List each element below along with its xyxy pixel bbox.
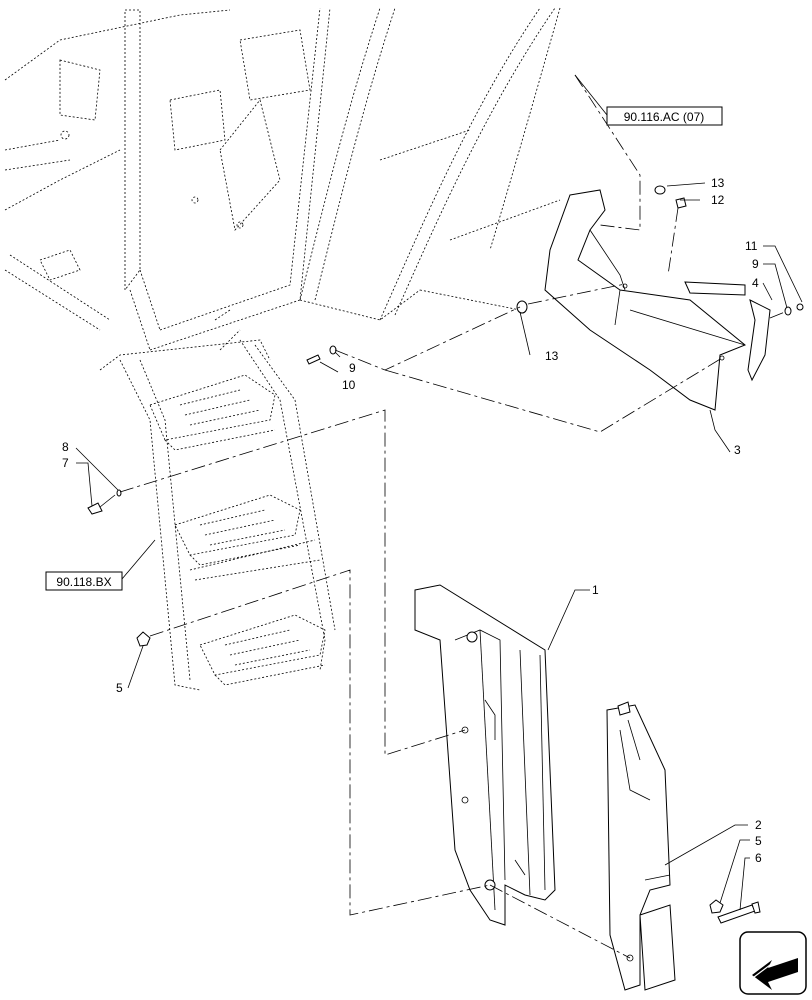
callout-8: 8	[62, 440, 69, 454]
callout-13-left: 13	[545, 349, 559, 363]
callout-6: 6	[755, 851, 762, 865]
ref-steps-label[interactable]: 90.118.BX	[56, 575, 111, 589]
assembly-lines	[119, 74, 786, 959]
cab-body	[4, 7, 561, 351]
callout-11: 11	[745, 239, 758, 253]
ref-steps-box[interactable]: 90.118.BX	[45, 571, 123, 591]
bracket-part-1	[414, 584, 556, 926]
callout-5-left: 5	[116, 681, 123, 695]
callout-4: 4	[752, 276, 759, 290]
ref-fender-label[interactable]: 90.116.AC (07)	[624, 110, 705, 124]
bracket-part-2	[606, 701, 676, 991]
steps-assembly	[99, 339, 336, 691]
callout-1: 1	[592, 583, 599, 597]
leader-lines	[75, 74, 803, 911]
ref-fender-box[interactable]: 90.116.AC (07)	[606, 106, 723, 126]
arrow-back-icon[interactable]	[739, 931, 807, 995]
callout-9-mid: 9	[349, 361, 356, 375]
fender-panel	[544, 189, 771, 411]
callout-9-right: 9	[752, 257, 759, 271]
callouts: 13 12 11 9 4 13 3 9 10 8 7 5 1 2 5 6	[62, 176, 762, 865]
callout-5-right: 5	[755, 834, 762, 848]
callout-13-top: 13	[711, 176, 725, 190]
callout-10: 10	[342, 378, 356, 392]
callout-3: 3	[734, 443, 741, 457]
hardware	[87, 185, 804, 924]
callout-2: 2	[755, 818, 762, 832]
callout-7: 7	[62, 456, 69, 470]
callout-12: 12	[711, 193, 725, 207]
